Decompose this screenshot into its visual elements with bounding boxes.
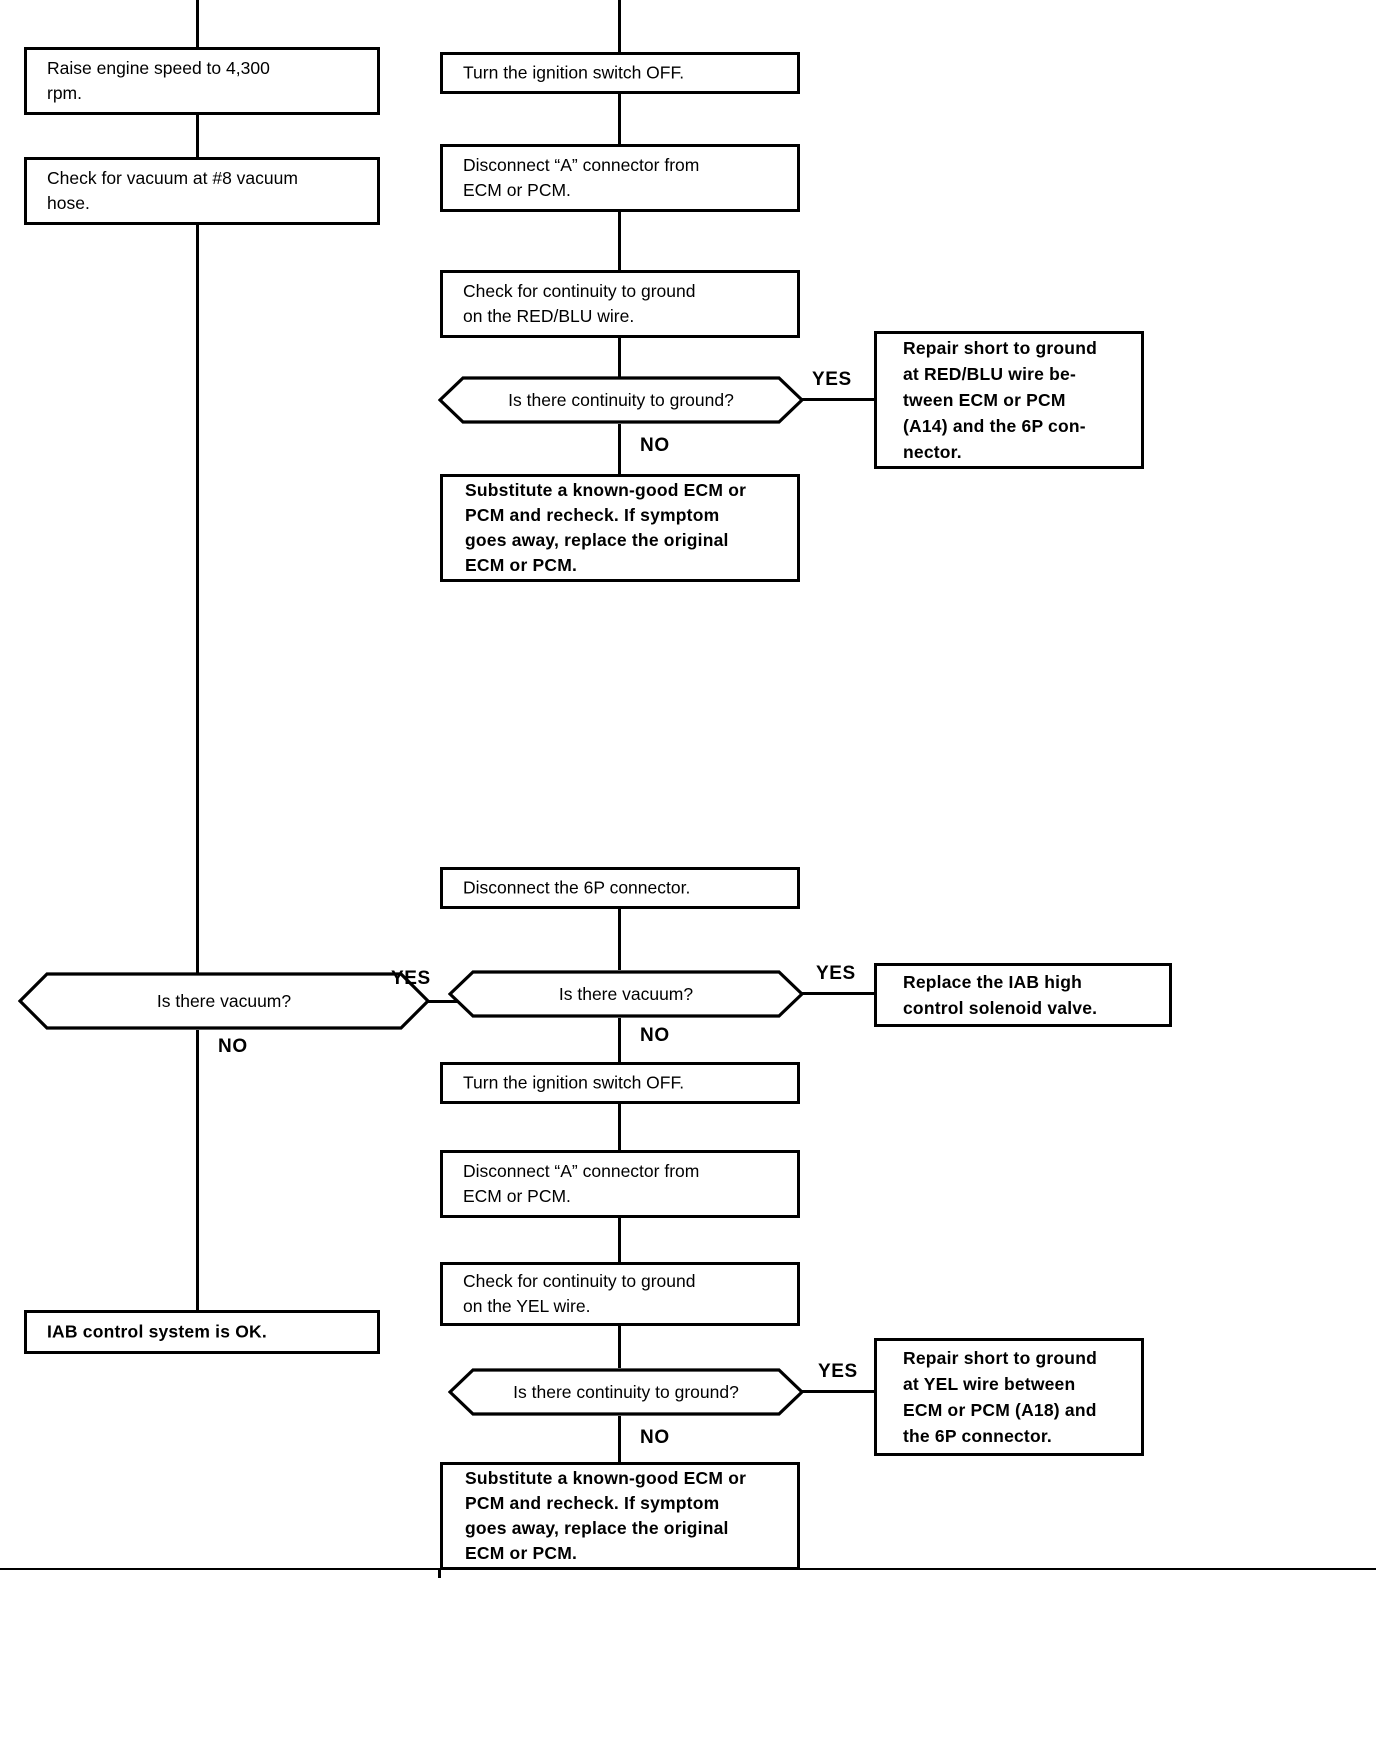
connector-vacuum2-yes <box>800 992 876 995</box>
decision-is-there-vacuum-lower: Is there vacuum? <box>448 970 804 1018</box>
box-check-vacuum-hose: Check for vacuum at #8 vacuum hose. <box>24 157 380 225</box>
connector-top-right <box>618 0 621 52</box>
box-check-continuity-yel-label: Check for continuity to ground on the YE… <box>463 1271 696 1316</box>
box-substitute-ecm-upper-label: Substitute a known-good ECM or PCM and r… <box>465 480 747 575</box>
box-substitute-ecm-lower: Substitute a known-good ECM or PCM and r… <box>440 1462 800 1570</box>
box-check-vacuum-hose-label: Check for vacuum at #8 vacuum hose. <box>47 168 298 213</box>
connector-top-left <box>196 0 199 47</box>
connector-vacuum-no <box>196 1030 199 1310</box>
label-no-vacuum-lower: NO <box>640 1025 670 1046</box>
connector-cont-to-decision-lower <box>618 1326 621 1368</box>
box-replace-solenoid-label: Replace the IAB high control solenoid va… <box>903 972 1098 1018</box>
box-disconnect-a-connector-lower: Disconnect “A” connector from ECM or PCM… <box>440 1150 800 1218</box>
decision-continuity-ground-lower-label: Is there continuity to ground? <box>513 1382 739 1402</box>
box-ignition-off-upper-label: Turn the ignition switch OFF. <box>463 62 685 83</box>
label-no-vacuum-left: NO <box>218 1036 248 1057</box>
box-disconnect-a-connector-upper: Disconnect “A” connector from ECM or PCM… <box>440 144 800 212</box>
box-ignition-off-upper: Turn the ignition switch OFF. <box>440 52 800 94</box>
box-replace-solenoid: Replace the IAB high control solenoid va… <box>874 963 1172 1027</box>
connector-vacuum2-no <box>618 1018 621 1062</box>
box-check-continuity-yel: Check for continuity to ground on the YE… <box>440 1262 800 1326</box>
label-yes-continuity-lower: YES <box>818 1361 858 1382</box>
connector-ign-to-disc-lower <box>618 1104 621 1150</box>
connector-left-trunk <box>196 225 199 977</box>
page-bottom-rule <box>0 1568 1376 1570</box>
label-no-continuity-upper: NO <box>640 435 670 456</box>
box-disconnect-a-connector-upper-label: Disconnect “A” connector from ECM or PCM… <box>463 155 700 200</box>
decision-continuity-ground-upper: Is there continuity to ground? <box>438 376 804 424</box>
connector-cont-to-decision-upper <box>618 338 621 378</box>
decision-is-there-vacuum-lower-label: Is there vacuum? <box>558 984 694 1004</box>
box-iab-system-ok-label: IAB control system is OK. <box>47 1321 267 1342</box>
box-check-continuity-redblu: Check for continuity to ground on the RE… <box>440 270 800 338</box>
connector-continuity-no-upper <box>618 424 621 474</box>
connector-6p-to-vacuum2 <box>618 909 621 970</box>
box-raise-engine-speed-label: Raise engine speed to 4,300 rpm. <box>47 58 270 103</box>
connector-raise-to-check <box>196 115 199 157</box>
box-disconnect-6p-label: Disconnect the 6P connector. <box>463 877 691 898</box>
box-substitute-ecm-lower-label: Substitute a known-good ECM or PCM and r… <box>465 1468 747 1563</box>
label-no-continuity-lower: NO <box>640 1427 670 1448</box>
box-iab-system-ok: IAB control system is OK. <box>24 1310 380 1354</box>
connector-continuity-yes-lower <box>800 1390 876 1393</box>
decision-continuity-ground-lower: Is there continuity to ground? <box>448 1368 804 1416</box>
decision-continuity-ground-upper-label: Is there continuity to ground? <box>508 390 734 410</box>
box-repair-short-redblu: Repair short to ground at RED/BLU wire b… <box>874 331 1144 469</box>
connector-continuity-no-lower <box>618 1416 621 1462</box>
connector-ign-to-disc-upper <box>618 94 621 144</box>
label-yes-vacuum-left: YES <box>391 968 431 989</box>
connector-disc-to-cont-lower <box>618 1218 621 1262</box>
decision-is-there-vacuum-label: Is there vacuum? <box>156 991 292 1011</box>
box-ignition-off-lower-label: Turn the ignition switch OFF. <box>463 1072 685 1093</box>
label-yes-continuity-upper: YES <box>812 369 852 390</box>
box-repair-short-yel-label: Repair short to ground at YEL wire betwe… <box>903 1348 1097 1446</box>
connector-continuity-yes-upper <box>800 398 876 401</box>
decision-is-there-vacuum: Is there vacuum? <box>18 972 430 1030</box>
box-disconnect-a-connector-lower-label: Disconnect “A” connector from ECM or PCM… <box>463 1161 700 1206</box>
label-yes-vacuum-lower: YES <box>816 963 856 984</box>
box-ignition-off-lower: Turn the ignition switch OFF. <box>440 1062 800 1104</box>
box-disconnect-6p: Disconnect the 6P connector. <box>440 867 800 909</box>
connector-disc-to-cont-upper <box>618 212 621 270</box>
box-repair-short-redblu-label: Repair short to ground at RED/BLU wire b… <box>903 338 1097 462</box>
box-repair-short-yel: Repair short to ground at YEL wire betwe… <box>874 1338 1144 1456</box>
box-check-continuity-redblu-label: Check for continuity to ground on the RE… <box>463 281 696 326</box>
box-raise-engine-speed: Raise engine speed to 4,300 rpm. <box>24 47 380 115</box>
page-bottom-tick <box>438 1568 441 1578</box>
box-substitute-ecm-upper: Substitute a known-good ECM or PCM and r… <box>440 474 800 582</box>
